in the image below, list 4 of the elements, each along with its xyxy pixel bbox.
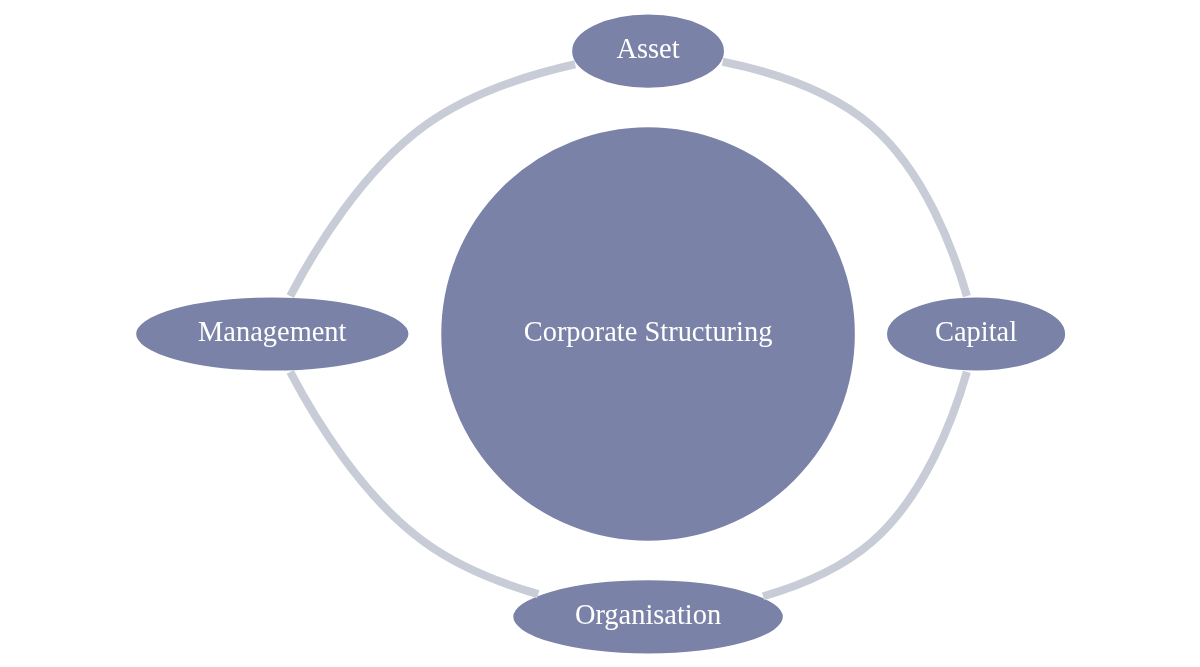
connector bbox=[761, 370, 971, 600]
connector bbox=[286, 59, 576, 298]
connector bbox=[286, 369, 539, 598]
connector bbox=[721, 57, 971, 297]
